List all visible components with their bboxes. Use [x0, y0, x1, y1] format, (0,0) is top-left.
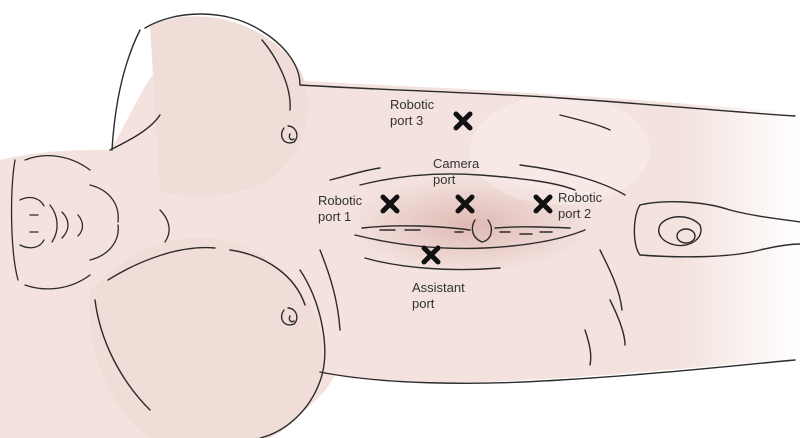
robotic-port-1-label-line-2: port 1 [318, 209, 352, 224]
port-x-marker [533, 194, 553, 214]
head-outline [10, 155, 170, 290]
assistant-port-label: Assistant port [412, 280, 465, 312]
robotic-port-3-label-line-2: port 3 [390, 113, 424, 128]
robotic-port-1-label: Robotic port 1 [318, 193, 362, 225]
robotic-port-2-label-line-1: Robotic [558, 190, 603, 205]
robotic-port-3-label-line-1: Robotic [390, 97, 435, 112]
camera-port-label-line-2: port [433, 172, 456, 187]
body-outlines [94, 13, 800, 438]
assistant-port-label-line-1: Assistant [412, 280, 465, 295]
port-x-marker [421, 245, 441, 265]
camera-port-label: Camera port [433, 156, 479, 188]
robotic-port-2-label-line-2: port 2 [558, 206, 592, 221]
assistant-port-label-line-2: port [412, 296, 435, 311]
robotic-port-3-label: Robotic port 3 [390, 97, 434, 129]
robotic-port-1-label-line-1: Robotic [318, 193, 363, 208]
robotic-port-2-label: Robotic port 2 [558, 190, 602, 222]
port-x-marker [380, 194, 400, 214]
port-x-marker [455, 194, 475, 214]
port-x-marker [453, 111, 473, 131]
camera-port-label-line-1: Camera [433, 156, 480, 171]
